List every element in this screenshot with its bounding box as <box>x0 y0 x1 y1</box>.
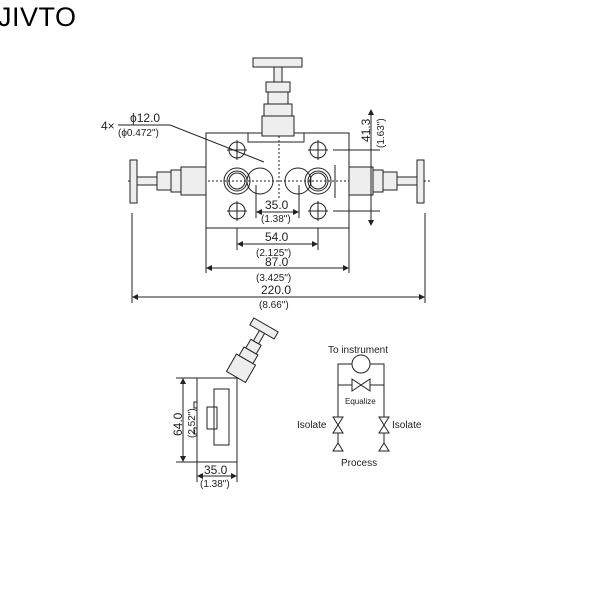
hole-spacing-in: (2.125") <box>256 248 291 259</box>
left-valve <box>129 159 207 204</box>
side-height: 64.0 <box>171 412 185 436</box>
valve-schematic: To instrument Equalize Isolate Isolate P… <box>297 345 422 469</box>
isolate-left-valve-symbol <box>332 416 344 434</box>
equalize-valve-symbol <box>351 378 371 392</box>
process-ports <box>223 167 332 195</box>
top-valve-handle <box>252 57 303 68</box>
schematic-isolate-left: Isolate <box>297 420 327 431</box>
side-height-in: (2.52") <box>187 408 198 438</box>
side-depth: 35.0 <box>204 463 228 477</box>
isolate-right-valve-symbol <box>378 416 390 434</box>
overall-width: 220.0 <box>261 283 291 297</box>
schematic-to-instrument: To instrument <box>328 345 388 356</box>
hole-count-label: 4× <box>101 119 115 133</box>
process-right-symbol <box>378 442 390 452</box>
body-width-in: (3.425") <box>256 273 291 284</box>
height-dimension: 41.3 <box>359 118 373 142</box>
schematic-process: Process <box>341 458 377 469</box>
side-body <box>196 377 238 463</box>
process-left-symbol <box>332 442 344 452</box>
height-dimension-in: (1.63") <box>376 118 387 148</box>
right-valve <box>348 159 425 204</box>
schematic-isolate-right: Isolate <box>392 420 422 431</box>
side-view: 64.0 (2.52") 35.0 (1.38") <box>171 317 279 490</box>
schematic-equalize: Equalize <box>345 397 376 406</box>
left-valve-handle <box>129 159 138 204</box>
mounting-holes <box>227 140 328 221</box>
side-depth-in: (1.38") <box>200 479 230 490</box>
brand-logo: JIVTO <box>0 2 77 32</box>
right-valve-handle <box>416 159 425 204</box>
hole-diameter-in: (ϕ0.472") <box>118 128 159 139</box>
front-view: 4× ϕ12.0 (ϕ0.472") 41.3 (1.63") 35.0 (1.… <box>101 57 432 311</box>
hole-spacing: 54.0 <box>265 230 289 244</box>
overall-width-in: (8.66") <box>259 300 289 311</box>
body-width: 87.0 <box>265 255 289 269</box>
port-spacing-in: (1.38") <box>261 214 291 225</box>
side-valve <box>225 317 279 384</box>
side-valve-handle <box>249 317 279 340</box>
hole-diameter: ϕ12.0 <box>130 111 160 125</box>
instrument-symbol <box>351 354 371 374</box>
port-spacing: 35.0 <box>265 198 289 212</box>
top-valve <box>252 57 303 137</box>
